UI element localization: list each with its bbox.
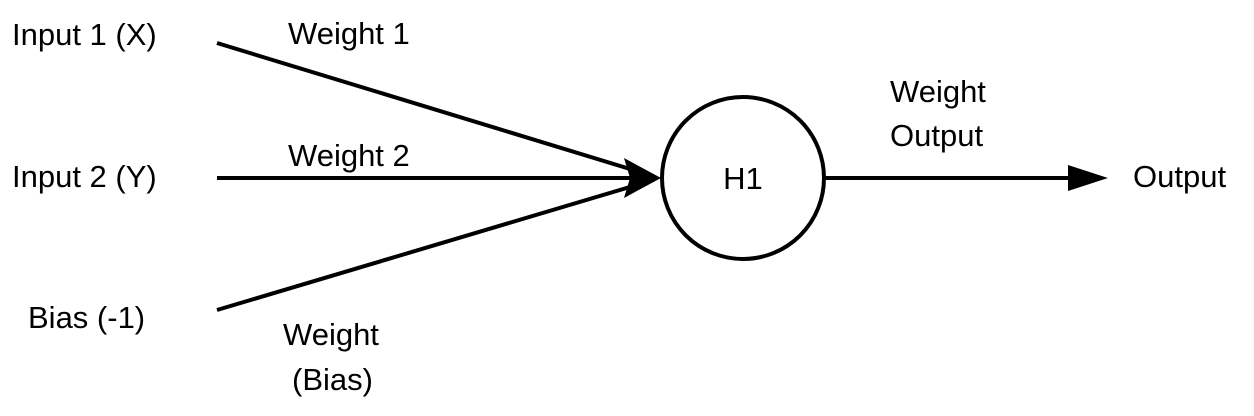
edge-input-1-to-h1 (216, 41, 641, 174)
output-arrowhead (1068, 165, 1108, 191)
weight-1-label: Weight 1 (288, 16, 410, 51)
hidden-node-h1 (660, 95, 826, 261)
edge-bias-to-h1 (216, 182, 641, 312)
input-2-label: Input 2 (Y) (12, 159, 157, 194)
input-1-label: Input 1 (X) (12, 17, 157, 52)
weight-bias-label-line1: Weight (283, 317, 379, 352)
weight-output-label-line1: Weight (890, 74, 986, 109)
weight-2-label: Weight 2 (288, 138, 410, 173)
bias-label: Bias (-1) (28, 300, 145, 335)
input-arrowhead (624, 158, 661, 198)
weight-bias-label-line2: (Bias) (292, 362, 373, 397)
output-label: Output (1133, 159, 1226, 194)
weight-output-label-line2: Output (890, 118, 983, 153)
hidden-node-label: H1 (723, 161, 763, 196)
